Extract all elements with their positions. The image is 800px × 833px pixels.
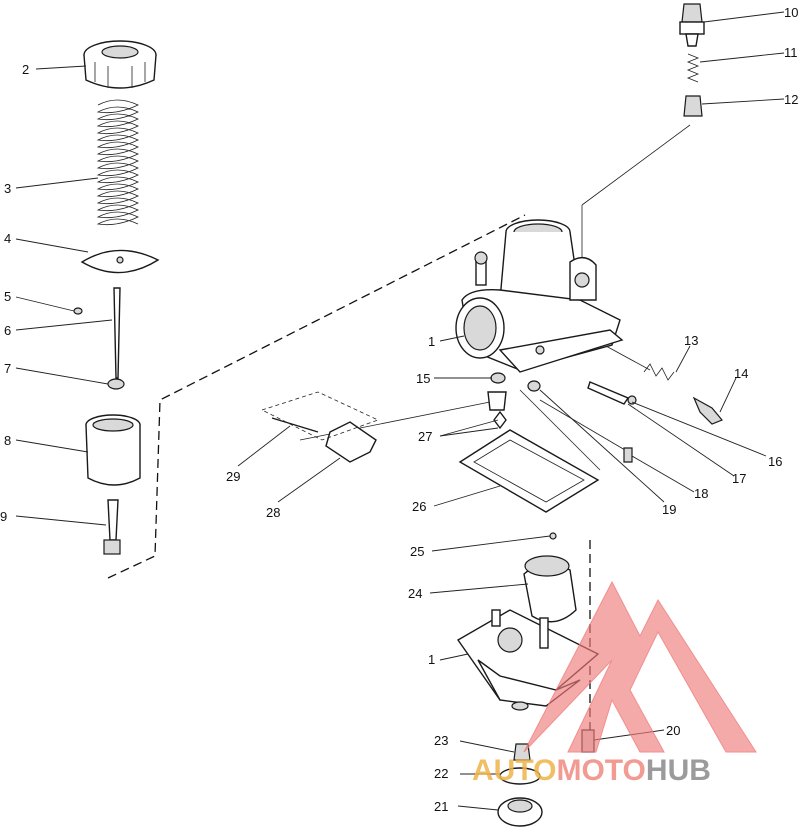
watermark-hub: HUB: [646, 754, 711, 787]
callout-4: 4: [4, 231, 11, 246]
callout-21: 21: [434, 799, 448, 814]
callout-2: 2: [22, 62, 29, 77]
callout-1-bowl: 1: [428, 652, 435, 667]
callout-23: 23: [434, 733, 448, 748]
callout-24: 24: [408, 586, 422, 601]
callout-25: 25: [410, 544, 424, 559]
callout-17: 17: [732, 471, 746, 486]
callout-28: 28: [266, 505, 280, 520]
callout-22: 22: [434, 766, 448, 781]
callout-12: 12: [784, 92, 798, 107]
callout-26: 26: [412, 499, 426, 514]
callout-10: 10: [784, 5, 798, 20]
callout-15: 15: [416, 371, 430, 386]
callout-16: 16: [768, 454, 782, 469]
watermark-auto: AUTO: [472, 754, 556, 787]
callout-3: 3: [4, 181, 11, 196]
callout-6: 6: [4, 323, 11, 338]
float-bowl-gasket: [458, 429, 600, 513]
callout-27: 27: [418, 429, 432, 444]
watermark-text: AUTOMOTOHUB: [472, 754, 711, 787]
callout-1: 1: [428, 334, 435, 349]
callout-5: 5: [4, 289, 11, 304]
callout-8: 8: [4, 433, 11, 448]
callout-labels: 2 3 4 5 6 7 8 9 10 11 12 1 13 14 15 16 1…: [0, 5, 798, 814]
jet-needle: [73, 287, 125, 390]
top-fitting: [679, 3, 705, 117]
pilot-screw-assembly: [587, 363, 723, 425]
callout-13: 13: [684, 333, 698, 348]
float-arm: [260, 391, 380, 463]
watermark-triangle-logo: [523, 580, 757, 753]
throttle-slide: [85, 414, 141, 486]
adjust-screw: [103, 499, 121, 555]
retainer-plate: [80, 249, 160, 274]
callout-29: 29: [226, 469, 240, 484]
callout-18: 18: [694, 486, 708, 501]
throttle-spring: [96, 99, 139, 226]
automotohub-watermark: AUTOMOTOHUB: [472, 580, 757, 787]
float: [523, 532, 577, 623]
callout-14: 14: [734, 366, 748, 381]
leader-lines: [15, 11, 785, 811]
callout-19: 19: [662, 502, 676, 517]
callout-9: 9: [0, 509, 7, 524]
callout-7: 7: [4, 361, 11, 376]
jet-parts: [487, 372, 633, 463]
callout-11: 11: [784, 45, 798, 60]
carburetor-body: [455, 219, 624, 373]
watermark-moto: MOTO: [556, 754, 645, 787]
carburetor-cap: [83, 40, 157, 89]
callout-20: 20: [666, 723, 680, 738]
